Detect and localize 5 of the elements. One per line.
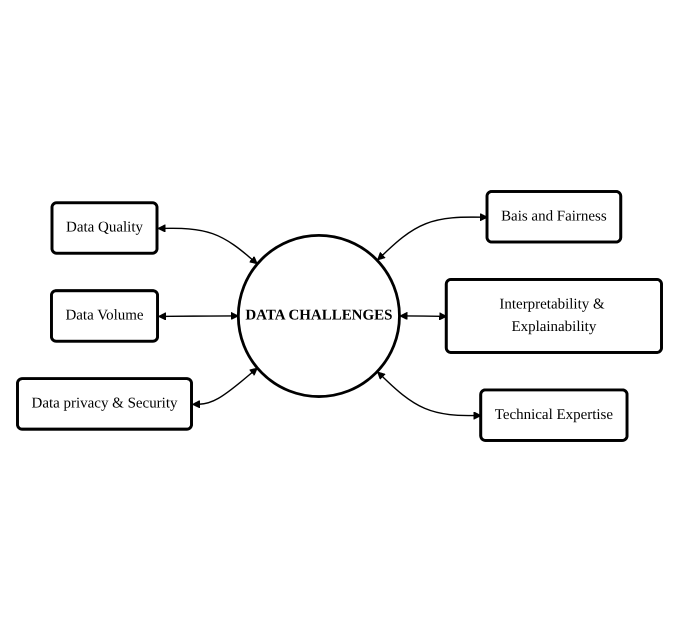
- arrow: [157, 224, 258, 264]
- node-circle: DATA CHALLENGES: [236, 234, 401, 398]
- arrow: [158, 311, 239, 320]
- arrow: [192, 367, 258, 408]
- arrow: [377, 212, 488, 260]
